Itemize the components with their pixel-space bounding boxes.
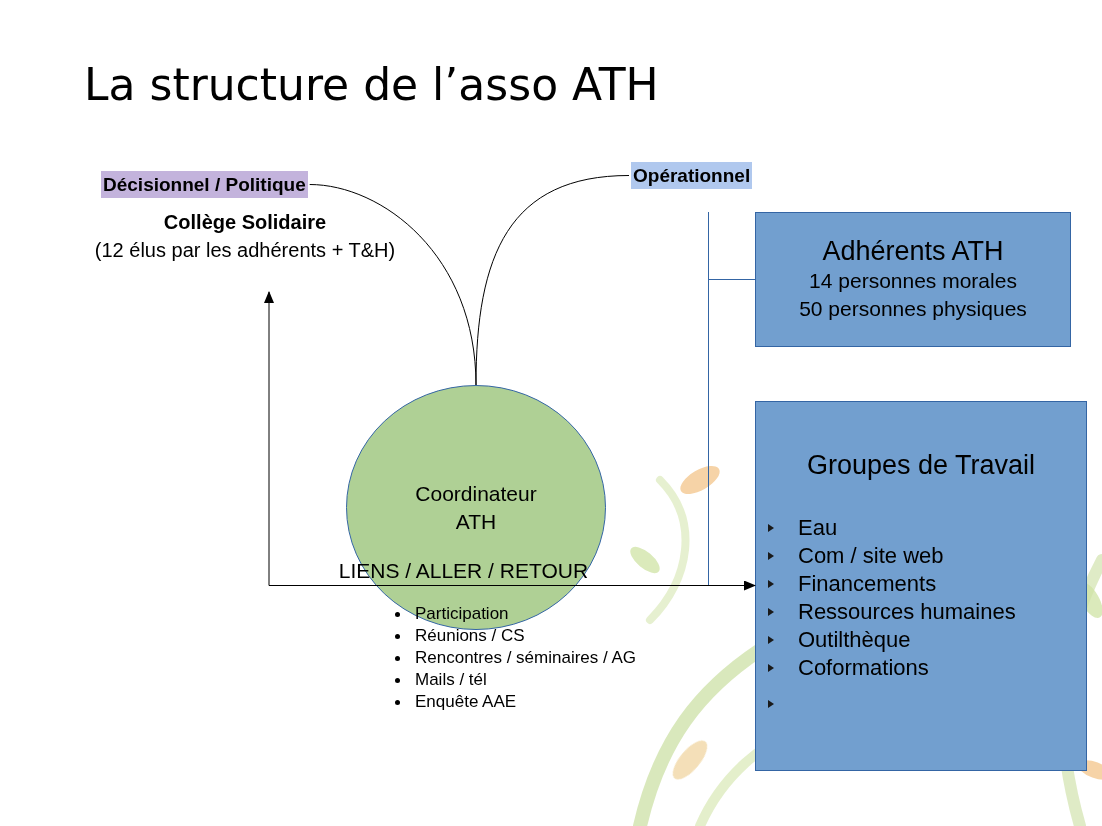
node-heading: Opérationnel: [633, 163, 750, 188]
link-list: ParticipationRéunions / CSRencontres / s…: [393, 603, 636, 713]
node-body: 50 personnes physiques: [756, 295, 1070, 323]
list-item: Participation: [393, 603, 636, 625]
node-body: 14 personnes morales: [756, 267, 1070, 295]
coordinator-circle: Coordinateur ATH: [346, 385, 606, 630]
category-label: Décisionnel / Politique: [101, 171, 308, 198]
list-item: Enquête AAE: [393, 691, 636, 713]
members-box: Adhérents ATH14 personnes morales50 pers…: [755, 212, 1071, 347]
node-body: (12 élus par les adhérents + T&H): [45, 236, 445, 264]
node-heading: Décisionnel / Politique: [103, 172, 306, 197]
node-heading: Coordinateur ATH: [401, 480, 551, 536]
group-item: Com / site web: [756, 542, 1086, 570]
circle-outline: [346, 385, 606, 630]
bullet-marker: [756, 690, 1086, 718]
edge-label: LIENS / ALLER / RETOUR: [339, 559, 588, 583]
curve-connector: [310, 185, 476, 386]
college-block: Collège Solidaire(12 élus par les adhére…: [45, 208, 445, 292]
group-item: Eau: [756, 514, 1086, 542]
circle-shape: [347, 386, 606, 630]
group-item: Ressources humaines: [756, 598, 1086, 626]
node-heading: Groupes de Travail: [756, 402, 1086, 481]
slide-title: La structure de l’asso ATH: [84, 58, 659, 112]
category-label: Opérationnel: [631, 162, 752, 189]
node-heading: Adhérents ATH: [756, 213, 1070, 267]
node-heading: Collège Solidaire: [45, 208, 445, 236]
working-groups-box: Groupes de TravailEauCom / site webFinan…: [755, 401, 1087, 771]
group-item: Coformations: [756, 654, 1086, 682]
list-item: Rencontres / séminaires / AG: [393, 647, 636, 669]
list-item: Mails / tél: [393, 669, 636, 691]
curve-connector: [476, 176, 629, 386]
group-item: Outilthèque: [756, 626, 1086, 654]
group-item: Financements: [756, 570, 1086, 598]
list-item: Réunions / CS: [393, 625, 636, 647]
